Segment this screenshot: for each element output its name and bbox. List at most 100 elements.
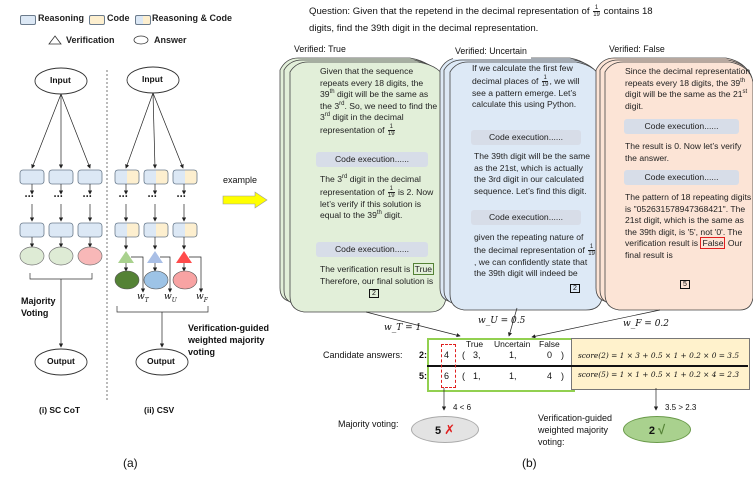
weighted-compare: 3.5 > 2.3 xyxy=(665,403,697,412)
csv-answer-false xyxy=(172,270,198,290)
row-count: 4 xyxy=(444,350,450,360)
csv-output-node xyxy=(135,348,189,376)
weight-true-label: wT xyxy=(137,292,149,304)
sc-output-label: Output xyxy=(47,356,75,366)
verdict-true-label: Verified: True xyxy=(292,44,360,57)
csv-output-label: Output xyxy=(147,356,175,366)
sc-answer-node xyxy=(48,246,74,266)
row-uncertain: 1, xyxy=(509,350,517,360)
code-execution-bar: Code execution...... xyxy=(624,119,739,134)
final-answer-uncertain: 2 xyxy=(570,284,580,293)
code-execution-bar: Code execution...... xyxy=(471,210,581,225)
card-uncertain-text-2: The 39th digit will be the same as the 2… xyxy=(474,151,591,196)
panel-b-label: (b) xyxy=(522,456,537,470)
legend-reasoning: Reasoning xyxy=(38,13,85,23)
weighted-voting-label: Verification-guided weighted majority vo… xyxy=(188,323,270,357)
weight-arrows xyxy=(365,307,661,339)
csv-dots: ••• xyxy=(119,194,129,200)
reasoning-code-swatch-icon xyxy=(135,15,151,25)
legend-code: Code xyxy=(107,13,130,23)
table-divider xyxy=(427,365,748,367)
card-false-text-1: Since the decimal representation repeats… xyxy=(625,66,751,111)
code-swatch-icon xyxy=(89,15,105,25)
verification-triangle-true xyxy=(118,251,134,263)
sc-cot-caption: (i) SC CoT xyxy=(39,405,81,415)
majority-result-node: 5 ✗ xyxy=(411,416,479,443)
verification-triangle-icon xyxy=(48,35,62,45)
sc-dots: ••• xyxy=(25,194,35,200)
csv-dots: ••• xyxy=(148,194,158,200)
sc-dots: ••• xyxy=(83,194,93,200)
row-true: 3, xyxy=(473,350,481,360)
header-uncertain: Uncertain xyxy=(494,339,531,349)
card-false-text-3: The pattern of 18 repeating digits is "0… xyxy=(625,192,752,260)
final-answer-true: 2 xyxy=(369,289,379,298)
final-answer-false: 5 xyxy=(680,280,690,289)
row-close-paren: ) xyxy=(561,350,564,360)
csv-answer-uncertain xyxy=(143,270,169,290)
sc-dots: ••• xyxy=(54,194,64,200)
wrong-cross-icon: ✗ xyxy=(444,422,456,437)
row-score: score(5) = 1 × 1 + 0.5 × 1 + 0.2 × 4 = 2… xyxy=(578,370,740,379)
code-execution-bar: Code execution...... xyxy=(471,130,581,145)
legend-answer: Answer xyxy=(154,35,187,45)
sc-reasoning-boxes xyxy=(19,169,103,248)
code-execution-bar: Code execution...... xyxy=(316,242,428,257)
weight-true-value: w_T = 1 xyxy=(384,323,422,333)
row-false: 4 xyxy=(547,371,553,381)
row-false: 0 xyxy=(547,350,553,360)
card-true-text-1: Given that the sequence repeats every 18… xyxy=(320,66,438,137)
sc-output-node xyxy=(34,348,88,376)
row-answer: 5: xyxy=(419,371,428,381)
reasoning-swatch-icon xyxy=(20,15,36,25)
weighted-result-node: 2 √ xyxy=(623,416,691,443)
answer-ellipse-icon xyxy=(133,35,149,45)
example-label: example xyxy=(223,175,258,185)
row-true: 1, xyxy=(473,371,481,381)
verification-triangle-false xyxy=(176,251,192,263)
card-false-text-2: The result is 0. Now let’s verify the an… xyxy=(625,141,742,163)
correct-check-icon: √ xyxy=(658,422,666,437)
card-uncertain-text-1: If we calculate the first few decimal pl… xyxy=(472,63,580,110)
weight-uncertain-value: w_U = 0.5 xyxy=(478,316,526,326)
row-count: 6 xyxy=(444,371,450,381)
csv-answer-true xyxy=(114,270,140,290)
verdict-false-label: Verified: False xyxy=(607,44,679,57)
row-uncertain: 1, xyxy=(509,371,517,381)
row-open-paren: ( xyxy=(462,350,465,360)
majority-compare: 4 < 6 xyxy=(453,403,472,412)
row-close-paren: ) xyxy=(561,371,564,381)
csv-dots: ••• xyxy=(177,194,187,200)
panel-a-diagram xyxy=(19,66,209,400)
result-arrows xyxy=(441,388,659,411)
majority-result-value: 5 xyxy=(434,425,442,437)
weight-uncertain-label: wU xyxy=(164,292,177,304)
sc-input-label: Input xyxy=(50,75,71,85)
score-panel xyxy=(571,338,750,390)
candidate-answers-label: Candidate answers: xyxy=(323,350,403,360)
csv-bracket xyxy=(116,306,209,313)
card-uncertain-stack xyxy=(439,57,603,311)
csv-reasoning-code-boxes xyxy=(114,169,198,250)
sc-bracket xyxy=(29,273,93,280)
example-arrow-icon xyxy=(222,191,268,209)
legend-reasoning-code: Reasoning & Code xyxy=(152,13,233,23)
majority-voting-label: Majority voting: xyxy=(338,419,399,429)
header-false: False xyxy=(539,339,560,349)
csv-caption: (ii) CSV xyxy=(144,405,175,415)
false-highlight-box: False xyxy=(700,237,726,250)
row-score: score(2) = 1 × 3 + 0.5 × 1 + 0.2 × 0 = 3… xyxy=(578,351,740,360)
question-text: Question: Given that the repetend in the… xyxy=(309,4,653,34)
legend-verification: Verification xyxy=(66,35,115,45)
card-true-text-3: The verification result is True Therefor… xyxy=(320,263,435,286)
csv-input-label: Input xyxy=(142,74,163,84)
row-answer: 2: xyxy=(419,350,428,360)
true-highlight-box: True xyxy=(412,263,435,275)
legend: Reasoning Code Reasoning & Code Verifica… xyxy=(18,12,248,48)
panel-a-label: (a) xyxy=(123,456,138,470)
code-execution-bar: Code execution...... xyxy=(624,170,739,185)
weighted-voting-label: Verification-guided weighted majority vo… xyxy=(538,413,613,447)
card-true-text-2: The 3rd digit in the decimal representat… xyxy=(320,174,434,221)
row-open-paren: ( xyxy=(462,371,465,381)
